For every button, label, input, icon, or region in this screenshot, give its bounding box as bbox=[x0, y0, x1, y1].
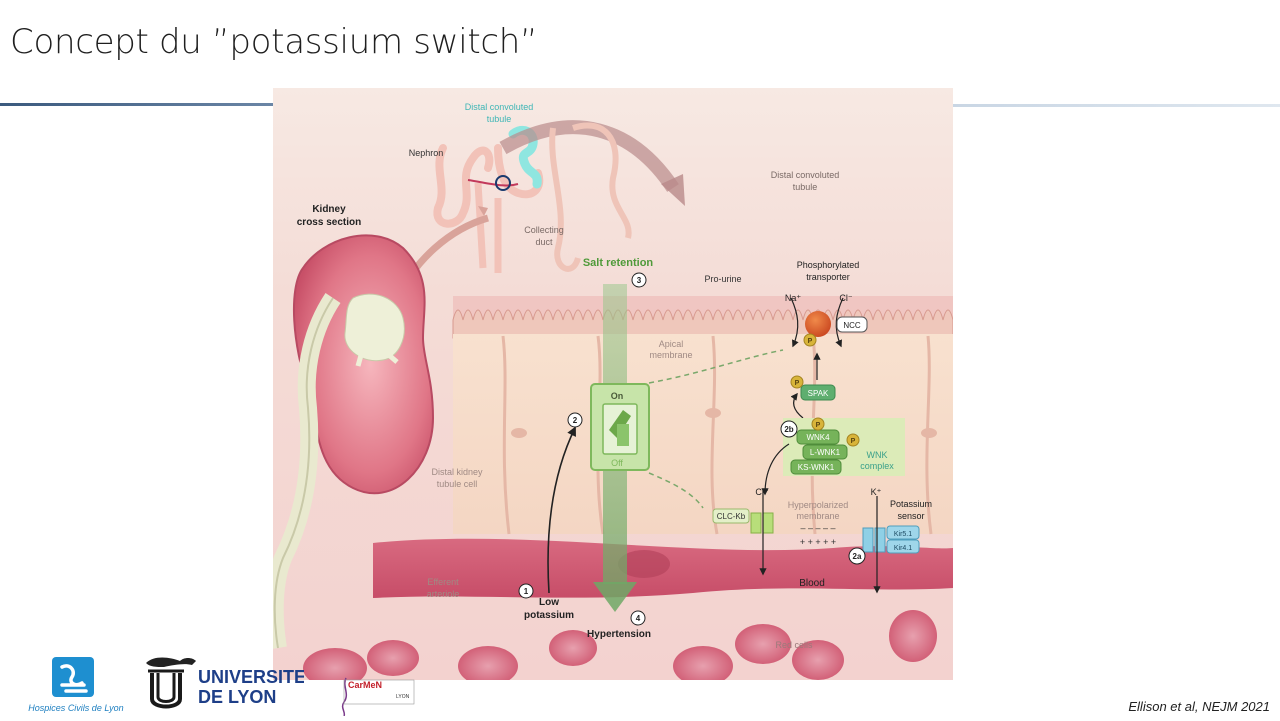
label-ks-wnk1: KS-WNK1 bbox=[798, 463, 835, 472]
phospho-wnk1: P bbox=[851, 438, 856, 445]
label-switch-off: Off bbox=[611, 458, 623, 468]
label-hypertension: Hypertension bbox=[587, 629, 651, 640]
label-cl-ion-bottom: Cl⁻ bbox=[755, 487, 768, 497]
step-3: 3 bbox=[637, 276, 642, 285]
carmen-logo-subtext: LYON bbox=[396, 694, 410, 700]
label-cl-ion-top: Cl⁻ bbox=[839, 293, 852, 303]
step-4: 4 bbox=[636, 614, 641, 623]
potassium-switch bbox=[590, 383, 650, 471]
label-spak: SPAK bbox=[808, 389, 829, 398]
label-low-potassium-2: potassium bbox=[524, 610, 574, 621]
label-phos-transporter-1: Phosphorylated bbox=[797, 260, 860, 270]
label-wnk4: WNK4 bbox=[806, 433, 830, 442]
low-potassium-arrow bbox=[547, 426, 576, 594]
label-kir51: Kir5.1 bbox=[894, 531, 912, 538]
label-low-potassium-1: Low bbox=[539, 597, 559, 608]
step-2a: 2a bbox=[853, 552, 862, 561]
label-kir41: Kir4.1 bbox=[894, 545, 912, 552]
label-tubule-cell-2: tubule cell bbox=[437, 479, 478, 489]
phospho-ncc: P bbox=[808, 338, 813, 345]
wnk-complex bbox=[761, 417, 905, 496]
label-dct-right-2: tubule bbox=[793, 182, 818, 192]
label-membrane-plus: + + + + + bbox=[800, 537, 836, 547]
label-apical-1: Apical bbox=[659, 339, 684, 349]
carmen-logo: CarMeN LYON bbox=[334, 676, 418, 717]
title-underline-right bbox=[952, 104, 1280, 107]
clc-kb-channel bbox=[712, 490, 774, 576]
label-nephron: Nephron bbox=[409, 148, 444, 158]
potassium-switch-figure: Distal convoluted tubule Nephron Kidney … bbox=[273, 88, 953, 680]
label-kidney-1: Kidney bbox=[312, 204, 346, 215]
kidney-cross-section bbox=[273, 234, 435, 649]
label-dct-top-2: tubule bbox=[487, 114, 512, 124]
udl-logo-text-top: UNIVERSITE bbox=[198, 667, 304, 687]
step-1: 1 bbox=[524, 587, 529, 596]
label-clc-kb: CLC-Kb bbox=[717, 512, 746, 521]
udl-logo-text-bottom: DE LYON bbox=[198, 687, 276, 707]
label-membrane-minus: – – – – – bbox=[800, 523, 835, 533]
label-na-ion: Na⁺ bbox=[785, 293, 802, 303]
ncc-transporter bbox=[790, 297, 868, 348]
phospho-spak: P bbox=[795, 380, 800, 387]
label-salt-retention: Salt retention bbox=[583, 257, 654, 269]
label-hyperpolarized-1: Hyperpolarized bbox=[788, 500, 849, 510]
title-underline-left bbox=[0, 103, 275, 106]
hospices-civils-logo: Hospices Civils de Lyon bbox=[14, 655, 138, 715]
slide-title: Concept du ”potassium switch” bbox=[10, 22, 538, 62]
zoom-arrow bbox=[499, 120, 685, 272]
label-wnk-complex-2: complex bbox=[860, 461, 894, 471]
label-dct-top-1: Distal convoluted bbox=[465, 102, 534, 112]
universite-de-lyon-logo: UNIVERSITE DE LYON bbox=[144, 655, 306, 715]
label-phos-transporter-2: transporter bbox=[806, 272, 850, 282]
step-2: 2 bbox=[573, 416, 578, 425]
label-efferent-2: arteriole bbox=[427, 589, 460, 599]
label-collecting-duct-2: duct bbox=[535, 237, 553, 247]
label-dct-right-1: Distal convoluted bbox=[771, 170, 840, 180]
label-l-wnk1: L-WNK1 bbox=[810, 448, 841, 457]
label-apical-2: membrane bbox=[649, 350, 692, 360]
label-tubule-cell-1: Distal kidney bbox=[431, 467, 483, 477]
dashed-link-top bbox=[648, 349, 784, 384]
label-k-ion: K⁺ bbox=[871, 487, 882, 497]
red-cells bbox=[303, 610, 937, 680]
label-pro-urine: Pro-urine bbox=[704, 274, 741, 284]
spak-kinase bbox=[790, 352, 836, 419]
carmen-logo-text: CarMeN bbox=[348, 680, 382, 690]
step-2b: 2b bbox=[784, 425, 793, 434]
label-wnk-complex-1: WNK bbox=[867, 450, 888, 460]
step-markers bbox=[518, 272, 866, 626]
label-blood: Blood bbox=[799, 578, 825, 589]
phospho-wnk4: P bbox=[816, 422, 821, 429]
label-switch-on: On bbox=[611, 391, 624, 401]
microvilli-band bbox=[452, 296, 953, 339]
label-efferent-1: Efferent bbox=[427, 577, 459, 587]
hcl-logo-text: Hospices Civils de Lyon bbox=[28, 703, 123, 713]
label-ncc: NCC bbox=[843, 321, 861, 330]
label-collecting-duct-1: Collecting bbox=[524, 225, 564, 235]
label-potassium-sensor-1: Potassium bbox=[890, 499, 932, 509]
kir-potassium-sensor bbox=[862, 496, 920, 594]
label-red-cells: Red cells bbox=[775, 640, 813, 650]
label-hyperpolarized-2: membrane bbox=[796, 511, 839, 521]
label-potassium-sensor-2: sensor bbox=[897, 511, 924, 521]
label-kidney-2: cross section bbox=[297, 217, 361, 228]
citation: Ellison et al, NEJM 2021 bbox=[1128, 699, 1270, 714]
